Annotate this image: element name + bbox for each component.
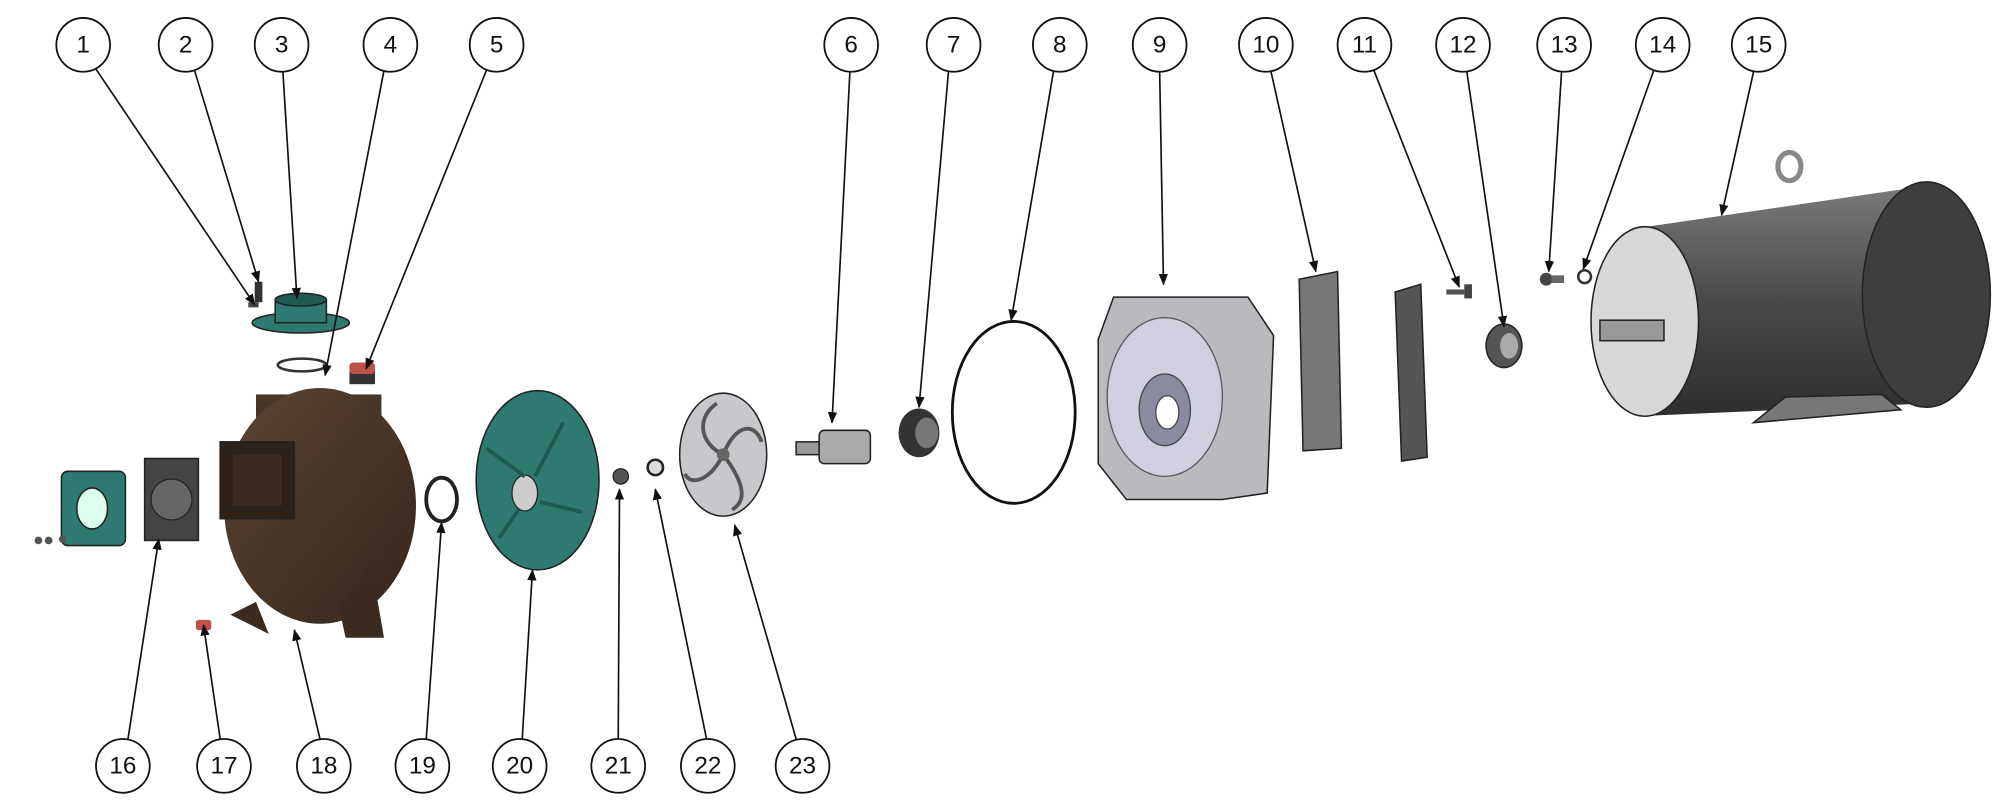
part-check-valve-gasket-16 [143, 457, 200, 542]
part-bolt-13 [1539, 272, 1565, 286]
leader-lines [95, 68, 1755, 740]
balloon-2: 2 [157, 17, 214, 73]
part-fill-plug-5 [349, 362, 376, 385]
balloon-16: 16 [95, 738, 151, 794]
part-screw-11 [1446, 284, 1472, 299]
balloon-13: 13 [1536, 17, 1592, 73]
part-guard-10 [1298, 270, 1343, 452]
balloon-label: 10 [1252, 31, 1279, 58]
part-wear-plate-20 [475, 389, 600, 571]
balloon-17: 17 [196, 738, 252, 794]
part-adapter-ring-12 [1485, 323, 1523, 369]
balloon-12: 12 [1435, 17, 1491, 73]
balloon-label: 17 [210, 752, 237, 779]
part-pump-casing-18 [219, 388, 416, 638]
balloon-6: 6 [823, 17, 879, 73]
balloon-label: 4 [384, 31, 398, 58]
balloon-label: 18 [310, 752, 337, 779]
balloon-4: 4 [362, 17, 419, 73]
balloon-10: 10 [1238, 17, 1294, 73]
part-suction-flange-16 [34, 470, 127, 547]
balloon-5: 5 [468, 17, 525, 73]
part-discharge-flange-3 [251, 292, 351, 334]
balloon-label: 13 [1551, 31, 1578, 58]
balloon-15: 15 [1730, 17, 1787, 73]
balloon-label: 20 [506, 752, 533, 779]
balloon-label: 2 [179, 31, 193, 58]
balloon-23: 23 [774, 738, 831, 794]
balloon-label: 16 [109, 752, 136, 779]
balloon-21: 21 [590, 738, 647, 794]
balloon-label: 3 [275, 31, 289, 58]
balloon-label: 21 [605, 752, 632, 779]
balloon-8: 8 [1032, 17, 1088, 73]
balloon-14: 14 [1634, 17, 1691, 73]
balloon-label: 11 [1352, 31, 1377, 58]
balloon-label: 9 [1153, 31, 1167, 58]
part-bolt-2 [254, 281, 263, 303]
part-motor-15 [1590, 149, 1992, 424]
part-shaft-sleeve-6 [795, 429, 872, 465]
part-seal-plate-9 [1097, 296, 1275, 501]
balloon-label: 23 [789, 752, 816, 779]
part-mechanical-seal-7 [898, 408, 940, 458]
balloon-9: 9 [1131, 17, 1188, 73]
part-o-ring-19 [424, 475, 459, 524]
balloon-label: 12 [1449, 31, 1476, 58]
balloon-19: 19 [394, 738, 451, 794]
balloon-20: 20 [491, 738, 548, 794]
balloon-label: 7 [947, 31, 961, 58]
part-washer-14 [1576, 268, 1593, 285]
balloon-label: 14 [1649, 31, 1676, 58]
part-washer-22 [646, 458, 665, 477]
balloon-18: 18 [296, 738, 352, 794]
part-gasket-ring-4 [276, 357, 328, 373]
balloon-22: 22 [680, 738, 736, 794]
balloon-label: 19 [409, 752, 436, 779]
balloon-label: 6 [844, 31, 858, 58]
balloon-label: 5 [490, 31, 504, 58]
part-nut-21 [612, 468, 630, 485]
part-impeller-23 [678, 392, 768, 517]
balloon-label: 22 [694, 752, 721, 779]
balloon-label: 1 [76, 31, 90, 58]
balloon-label: 8 [1053, 31, 1067, 58]
part-guard-10b [1394, 283, 1428, 462]
balloon-3: 3 [253, 17, 310, 73]
balloon-11: 11 [1336, 17, 1393, 73]
balloon-1: 1 [55, 17, 111, 73]
balloon-7: 7 [925, 17, 982, 73]
part-o-ring-8 [950, 320, 1077, 505]
balloon-label: 15 [1745, 31, 1772, 58]
